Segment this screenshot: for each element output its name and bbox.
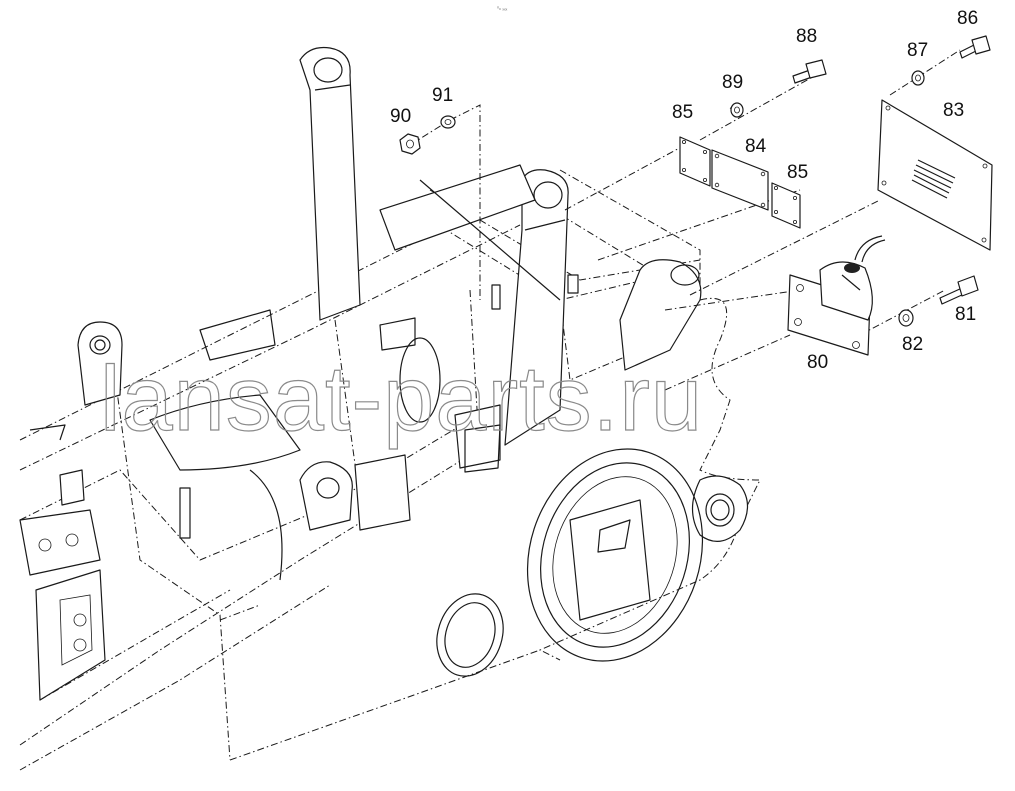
callout-85-right: 85 — [787, 162, 808, 183]
part-81-bolt — [939, 275, 979, 305]
callout-84: 84 — [745, 136, 767, 157]
part-84-plate — [711, 149, 769, 211]
callout-88: 88 — [796, 26, 817, 47]
callout-85-left: 85 — [672, 102, 693, 123]
callout-91: 91 — [432, 85, 453, 106]
part-86-bolt — [959, 35, 991, 59]
part-91-washer — [440, 115, 456, 129]
callout-90: 90 — [390, 106, 411, 127]
main-frame — [19, 46, 761, 771]
callout-82: 82 — [902, 334, 923, 355]
callout-86: 86 — [957, 8, 978, 29]
part-82-washer — [898, 309, 914, 327]
grille-icon — [911, 159, 956, 199]
part-85-gasket-right — [771, 182, 801, 229]
part-88-bolt — [792, 59, 827, 84]
part-80-mount-bracket — [787, 235, 886, 356]
leader-lines — [409, 49, 961, 391]
callout-labels: 80 81 82 83 84 85 85 86 87 88 89 90 91 — [390, 8, 978, 373]
part-87-washer — [911, 70, 925, 86]
callout-89: 89 — [722, 72, 743, 93]
watermark: lansat-parts.ru — [100, 348, 703, 450]
header-mark: ⁰ₙ ₓₓₓ — [497, 6, 508, 12]
part-85-gasket-left — [679, 136, 711, 187]
part-90-nut — [399, 133, 421, 155]
part-89-washer — [730, 102, 744, 118]
callout-87: 87 — [907, 40, 928, 61]
part-83-cover-plate — [877, 99, 993, 251]
callout-81: 81 — [955, 304, 976, 325]
callout-83: 83 — [943, 100, 964, 121]
callout-80: 80 — [807, 352, 828, 373]
